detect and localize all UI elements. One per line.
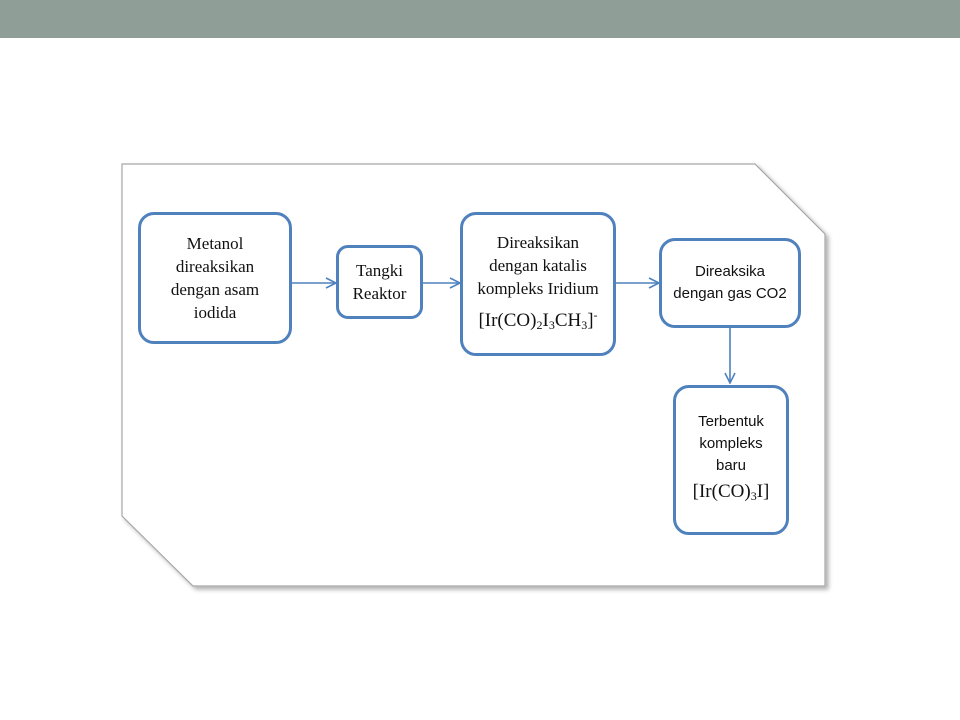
node-metanol-line: iodida (193, 303, 237, 322)
iridium-complex-formula: [Ir(CO)2I3CH3]- (478, 307, 598, 332)
new-complex-formula: [Ir(CO)3I] (692, 481, 770, 503)
node-co2-line: dengan gas CO2 (673, 285, 787, 302)
node-terbentuk-line: Terbentuk (698, 413, 764, 430)
node-metanol-line: Metanol (186, 234, 244, 253)
node-katalis-line: Direaksikan (496, 232, 580, 252)
node-co2-line: Direaksika (694, 263, 766, 280)
diagram-panel (121, 163, 826, 587)
node-tangki-line: Reaktor (352, 284, 407, 303)
node-terbentuk-line: kompleks (699, 435, 763, 452)
node-katalis-line: dengan katalis (489, 255, 587, 275)
node-tangki-line: Tangki (356, 261, 403, 280)
node-metanol: Metanol direaksikan dengan asam iodida (138, 212, 292, 344)
node-katalis-iridium: Direaksikan dengan katalis kompleks Irid… (460, 212, 616, 356)
node-tangki-reaktor: Tangki Reaktor (336, 245, 423, 319)
node-katalis-line: kompleks Iridium (477, 278, 599, 298)
node-metanol-line: dengan asam (170, 280, 260, 299)
title-bar (0, 0, 960, 38)
node-terbentuk-line: baru (715, 457, 747, 474)
node-metanol-line: direaksikan (175, 257, 255, 276)
node-kompleks-baru: Terbentuk kompleks baru [Ir(CO)3I] (673, 385, 789, 535)
node-gas-co2: Direaksika dengan gas CO2 (659, 238, 801, 328)
